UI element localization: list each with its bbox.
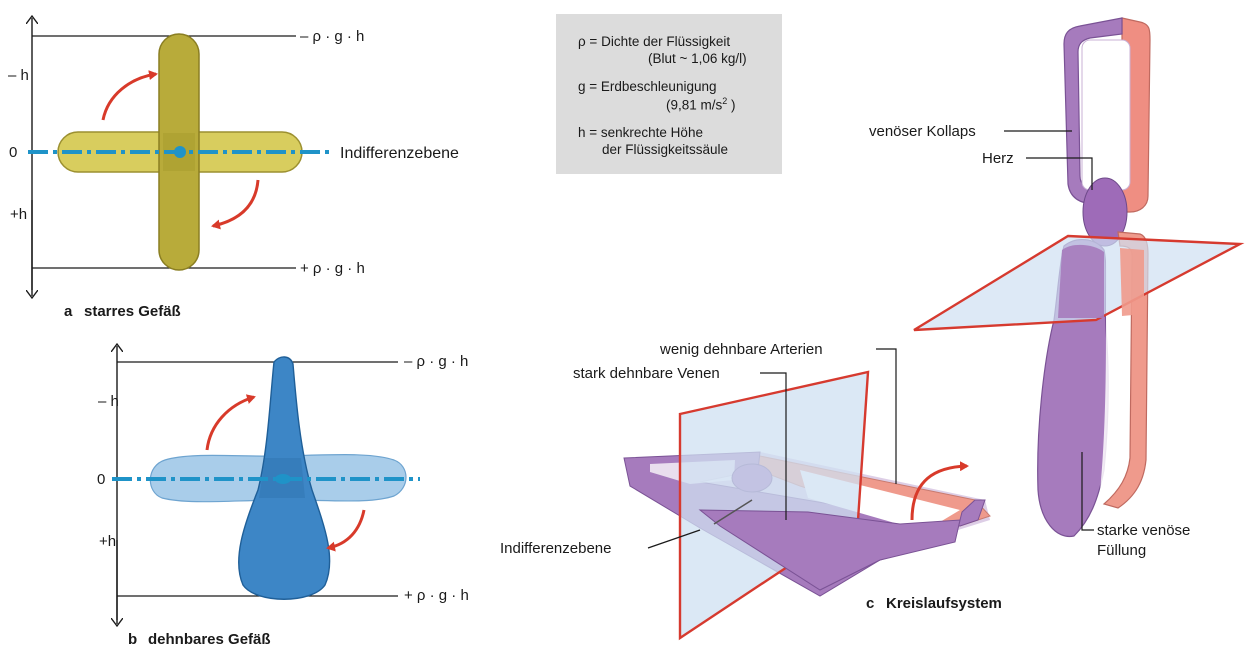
leader-fuellung xyxy=(1081,452,1094,531)
vein-through-plane xyxy=(1058,244,1104,318)
vertical-indifference-plane xyxy=(678,370,870,641)
legend-g-close: ) xyxy=(727,97,736,113)
pivot-point-a xyxy=(174,146,186,158)
label-kollaps: venöser Kollaps xyxy=(869,123,976,140)
loop-divider-line xyxy=(713,499,753,525)
panel-b: – ρ · g · h + ρ · g · h – h 0 +h b dehnb… xyxy=(97,346,469,648)
label-minus-h-b: – h xyxy=(98,393,119,410)
label-minus-h-a: – h xyxy=(8,67,29,84)
caption-letter-c: c xyxy=(866,595,874,612)
leader-herz xyxy=(1026,157,1093,190)
label-venen: stark dehnbare Venen xyxy=(573,365,720,382)
vein-segment-front xyxy=(698,509,961,591)
legend-g-exponent: 2 xyxy=(722,96,728,106)
leader-arterien xyxy=(876,348,897,484)
lower-loop-inner-hole xyxy=(1100,258,1122,492)
label-zero-b: 0 xyxy=(97,471,105,488)
rotation-arrow-upper-b xyxy=(205,394,256,451)
caption-b: dehnbares Gefäß xyxy=(148,631,271,648)
legend-rho-line2: (Blut ~ 1,06 kg/l) xyxy=(648,51,747,66)
artery-through-plane xyxy=(1120,248,1144,316)
formula-legend: ρ = Dichte der Flüssigkeit (Blut ~ 1,06 … xyxy=(556,14,782,174)
label-fuellung-1: starke venöse xyxy=(1097,522,1190,539)
leader-venen xyxy=(760,372,787,520)
label-plus-h-b: +h xyxy=(99,533,116,550)
label-zero-a: 0 xyxy=(9,144,17,161)
legend-g-line2: (9,81 m/s2 ) xyxy=(666,96,736,113)
label-plus-h-a: +h xyxy=(10,206,27,223)
legend-g-value: (9,81 m/s xyxy=(666,97,723,113)
upper-loop-inner-hole xyxy=(1081,39,1131,191)
caption-c: Kreislaufsystem xyxy=(886,595,1002,612)
legend-h-line2: der Flüssigkeitssäule xyxy=(602,142,729,157)
label-fuellung-2: Füllung xyxy=(1097,542,1146,559)
rotation-arrow-lower-a xyxy=(211,179,260,230)
label-plane-a: Indifferenzebene xyxy=(340,145,459,162)
label-top-a: – ρ · g · h xyxy=(300,28,364,45)
caption-letter-b: b xyxy=(128,631,137,648)
label-top-b: – ρ · g · h xyxy=(404,353,468,370)
caption-a: starres Gefäß xyxy=(84,303,181,320)
leader-plane-c xyxy=(647,529,701,549)
legend-rho-line1: ρ = Dichte der Flüssigkeit xyxy=(578,34,731,49)
rotation-arrow-lower-b xyxy=(326,509,366,552)
legend-g-line1: g = Erdbeschleunigung xyxy=(578,79,717,94)
label-plane-c: Indifferenzebene xyxy=(500,540,611,557)
legend-h-line1: h = senkrechte Höhe xyxy=(578,125,703,140)
panel-c: venöser Kollaps Herz wenig dehnbare Arte… xyxy=(500,17,1245,641)
label-bottom-a: + ρ · g · h xyxy=(300,260,365,277)
label-herz: Herz xyxy=(982,150,1014,167)
label-arterien: wenig dehnbare Arterien xyxy=(659,341,823,358)
label-bottom-b: + ρ · g · h xyxy=(404,587,469,604)
tilt-arrow-c xyxy=(910,461,969,521)
caption-letter-a: a xyxy=(64,303,73,320)
rotation-arrow-upper-a xyxy=(101,70,158,121)
panel-a: – ρ · g · h + ρ · g · h – h 0 +h Indiffe… xyxy=(8,18,459,320)
pivot-point-b xyxy=(275,474,291,484)
